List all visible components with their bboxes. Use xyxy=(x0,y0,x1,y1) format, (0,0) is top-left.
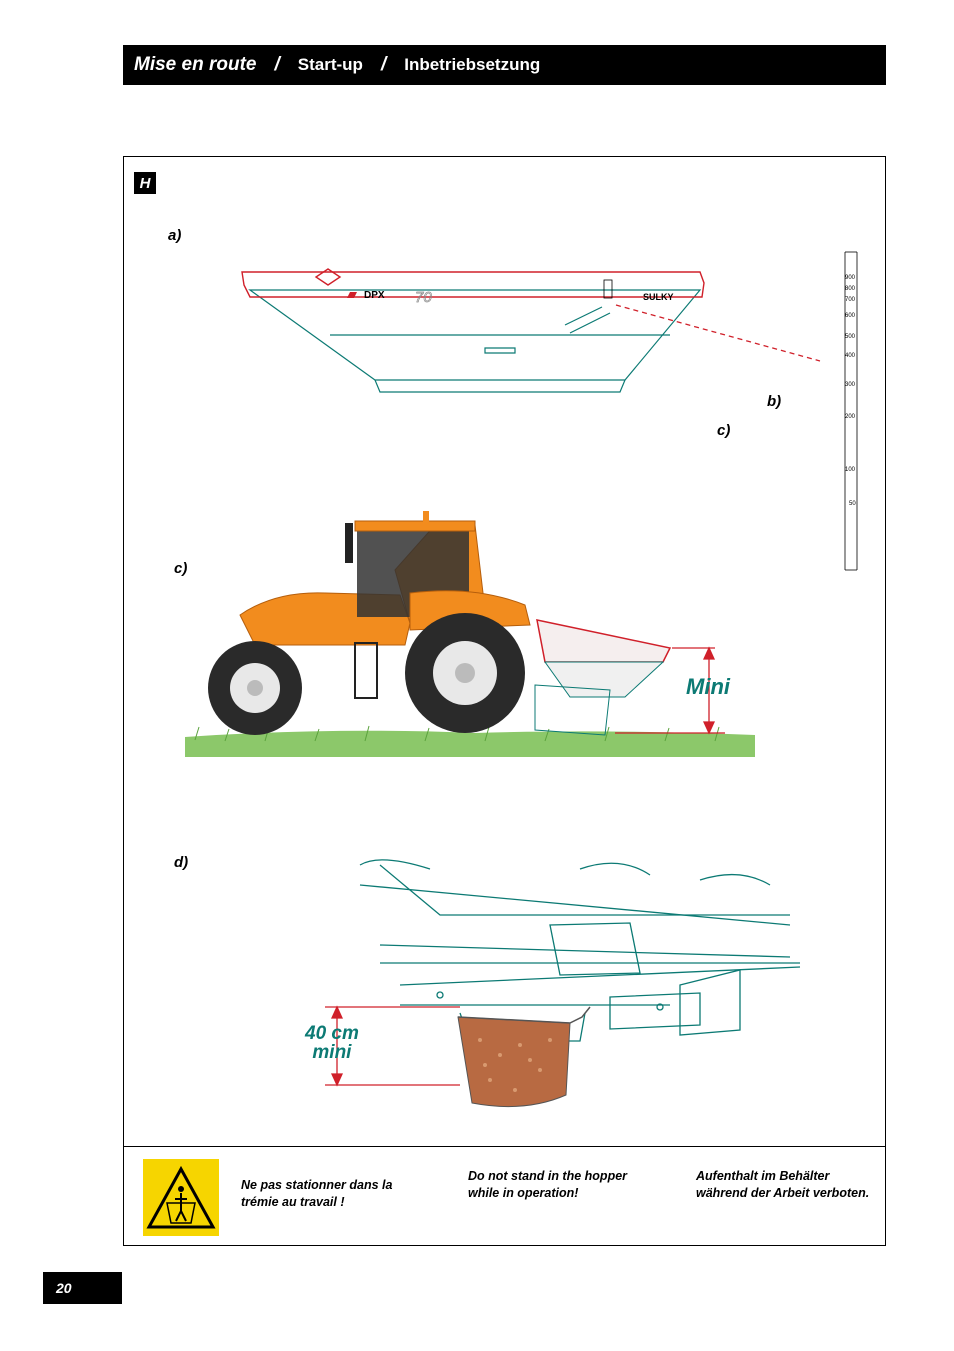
warning-text-fr: Ne pas stationner dans la trémie au trav… xyxy=(241,1178,393,1209)
header-title-de: Inbetriebsetzung xyxy=(404,55,541,74)
min-distance-value: 40 cm xyxy=(305,1023,359,1044)
tractor-illustration xyxy=(185,511,755,757)
scale-tick: 800 xyxy=(845,286,856,292)
header-separator: / xyxy=(274,54,280,75)
frame-bucket-illustration xyxy=(325,859,801,1108)
label-b: b) xyxy=(767,393,782,410)
hopper-model-text: DPX xyxy=(364,290,385,301)
header-title-en: Start-up xyxy=(297,55,363,74)
min-distance-suffix: mini xyxy=(312,1042,352,1063)
content-frame xyxy=(123,156,886,1246)
no-standing-in-hopper-warning-icon xyxy=(143,1159,219,1236)
page-header: Mise en route / Start-up / Inbetriebsetz… xyxy=(123,45,886,85)
warning-text-de: Aufenthalt im Behälter während der Arbei… xyxy=(696,1169,870,1200)
hopper-brand-text: SULKY xyxy=(643,292,674,302)
scale-tick: 50 xyxy=(849,501,856,507)
scale-tick: 400 xyxy=(845,353,856,359)
scale-tick: 600 xyxy=(845,313,856,319)
section-badge: H xyxy=(134,172,156,194)
hopper-level-window xyxy=(603,279,613,299)
hopper-model-number: 70 xyxy=(415,289,432,306)
level-scale: 900 800 700 600 500 400 300 200 100 50 xyxy=(844,251,858,571)
scale-tick: 900 xyxy=(845,275,856,281)
scale-tick: 300 xyxy=(845,382,856,388)
label-c-tractor: c) xyxy=(174,560,188,577)
warning-divider xyxy=(123,1146,886,1147)
scale-tick: 200 xyxy=(845,414,856,420)
label-a: a) xyxy=(168,227,182,244)
header-separator: / xyxy=(380,54,387,75)
min-distance-label: 40 cm mini xyxy=(305,1024,359,1062)
hopper-illustration: DPX 70 SULKY xyxy=(241,268,821,393)
scale-tick: 700 xyxy=(845,297,856,303)
header-title-fr: Mise en route xyxy=(134,54,257,75)
label-d: d) xyxy=(174,854,189,871)
label-c-upper: c) xyxy=(717,422,731,439)
warning-text-en: Do not stand in the hopper while in oper… xyxy=(468,1169,628,1200)
page-number: 20 xyxy=(43,1272,122,1304)
mini-height-label: Mini xyxy=(686,674,730,699)
scale-tick: 500 xyxy=(845,334,856,340)
scale-tick: 100 xyxy=(845,467,856,473)
